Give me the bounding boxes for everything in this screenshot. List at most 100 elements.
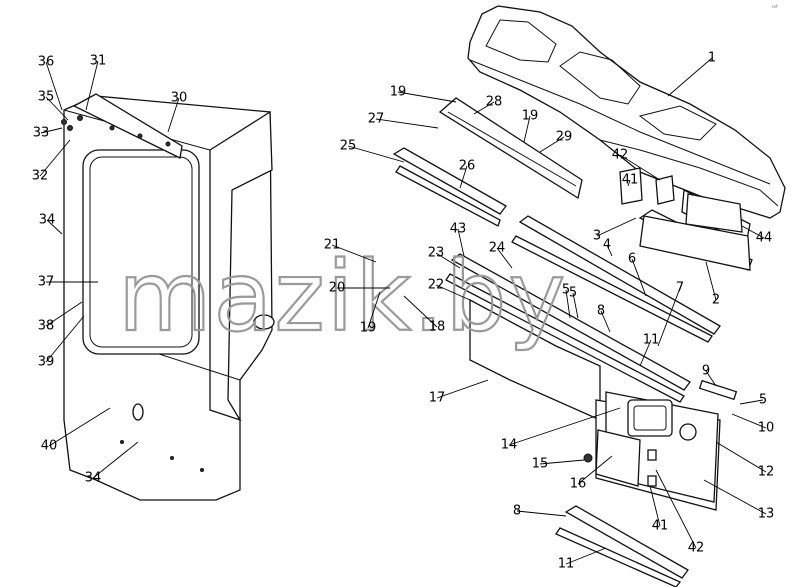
callout-number-34: 34: [85, 471, 102, 486]
callout-leader-40: [48, 407, 111, 447]
callout-number-20: 20: [329, 281, 346, 296]
callout-number-7: 7: [676, 281, 684, 296]
dashboard-part: [467, 5, 786, 219]
callout-leader-11: [639, 339, 652, 367]
callout-number-8: 8: [597, 304, 605, 319]
callout-leader-25: [347, 145, 405, 163]
callout-leader-36: [45, 61, 63, 111]
callout-number-36: 36: [38, 55, 55, 70]
callout-number-11: 11: [643, 333, 660, 348]
callout-number-43: 43: [450, 222, 467, 237]
callout-number-27: 27: [368, 112, 385, 127]
callout-leader-3: [596, 217, 637, 237]
callout-leader-30: [167, 97, 180, 133]
callout-leader-35: [45, 96, 69, 121]
callout-leader-42: [619, 154, 661, 181]
callout-leader-17: [436, 379, 489, 399]
callout-number-19: 19: [360, 321, 377, 336]
callout-leader-22: [435, 284, 471, 301]
callout-number-32: 32: [32, 169, 49, 184]
callout-leader-8: [600, 310, 611, 333]
callout-number-19: 19: [390, 85, 407, 100]
callout-number-5: 5: [569, 286, 577, 301]
callout-number-30: 30: [171, 91, 188, 106]
callout-number-11: 11: [558, 557, 575, 572]
callout-leader-16: [577, 455, 613, 485]
callout-leader-31: [85, 60, 99, 111]
callout-number-5: 5: [759, 393, 767, 408]
small-panels: [619, 167, 751, 271]
callout-number-25: 25: [340, 139, 357, 154]
callout-leader-26: [459, 165, 468, 189]
callout-leader-34: [46, 219, 63, 235]
watermark-text: mazik.by: [118, 241, 567, 353]
callout-number-44: 44: [756, 231, 773, 246]
callout-leader-2: [705, 261, 717, 301]
callout-number-35: 35: [38, 90, 55, 105]
callout-number-26: 26: [459, 159, 476, 174]
callout-number-9: 9: [702, 364, 710, 379]
callout-leader-21: [331, 244, 377, 263]
trim-strips-upper: [392, 97, 583, 227]
window-glass: [82, 149, 200, 355]
callout-number-17: 17: [429, 391, 446, 406]
floor-panels: [469, 298, 721, 511]
callout-number-8: 8: [513, 504, 521, 519]
callout-leader-19: [367, 291, 381, 329]
callout-leader-8: [516, 510, 567, 517]
callout-leader-14: [508, 407, 621, 446]
callout-number-22: 22: [428, 278, 445, 293]
callout-number-42: 42: [612, 148, 629, 163]
callout-number-16: 16: [570, 477, 587, 492]
callout-number-33: 33: [33, 126, 50, 141]
callout-leader-29: [539, 136, 565, 153]
callout-number-41: 41: [652, 519, 669, 534]
callout-number-28: 28: [486, 95, 503, 110]
callout-number-39: 39: [38, 355, 55, 370]
callout-number-42: 42: [688, 541, 705, 556]
corner-mark: ref: [772, 4, 778, 9]
callout-leader-43: [457, 228, 465, 257]
callout-leader-11: [565, 547, 607, 565]
callout-number-12: 12: [758, 465, 775, 480]
callout-number-10: 10: [758, 421, 775, 436]
callout-number-37: 37: [38, 275, 55, 290]
callout-leader-23: [435, 252, 461, 269]
callout-number-31: 31: [90, 54, 107, 69]
callout-number-18: 18: [429, 320, 446, 335]
callout-number-13: 13: [758, 507, 775, 522]
callout-leader-39: [45, 315, 85, 363]
callout-leader-15: [539, 459, 585, 465]
callout-leader-10: [731, 413, 767, 429]
callout-leader-28: [473, 101, 495, 115]
callout-leader-34: [92, 441, 139, 479]
callout-leader-7: [657, 287, 681, 347]
callout-number-41: 41: [622, 173, 639, 188]
callout-leader-19: [397, 91, 457, 103]
callout-leader-38: [45, 301, 83, 327]
bottom-rail: [555, 379, 738, 587]
callout-number-19: 19: [522, 109, 539, 124]
callout-leader-1: [667, 57, 713, 97]
callout-leader-12: [715, 441, 767, 473]
callout-leader-44: [741, 225, 765, 239]
callout-leader-5: [739, 399, 764, 405]
callout-leader-9: [705, 370, 717, 387]
leader-lines: [39, 57, 767, 565]
callout-labels: 1234555678891011111213141516171819191920…: [32, 51, 775, 572]
callout-leader-13: [703, 479, 767, 515]
callout-number-3: 3: [593, 229, 601, 244]
callout-number-23: 23: [428, 246, 445, 261]
callout-number-15: 15: [532, 457, 549, 472]
callout-number-21: 21: [324, 238, 341, 253]
callout-number-14: 14: [501, 438, 518, 453]
callout-number-34: 34: [39, 213, 56, 228]
callout-number-6: 6: [628, 252, 636, 267]
callout-number-5: 5: [562, 283, 570, 298]
callout-leader-24: [496, 247, 513, 269]
callout-leader-19: [523, 115, 531, 143]
callout-leader-5: [565, 289, 571, 319]
callout-leader-4: [606, 244, 613, 257]
